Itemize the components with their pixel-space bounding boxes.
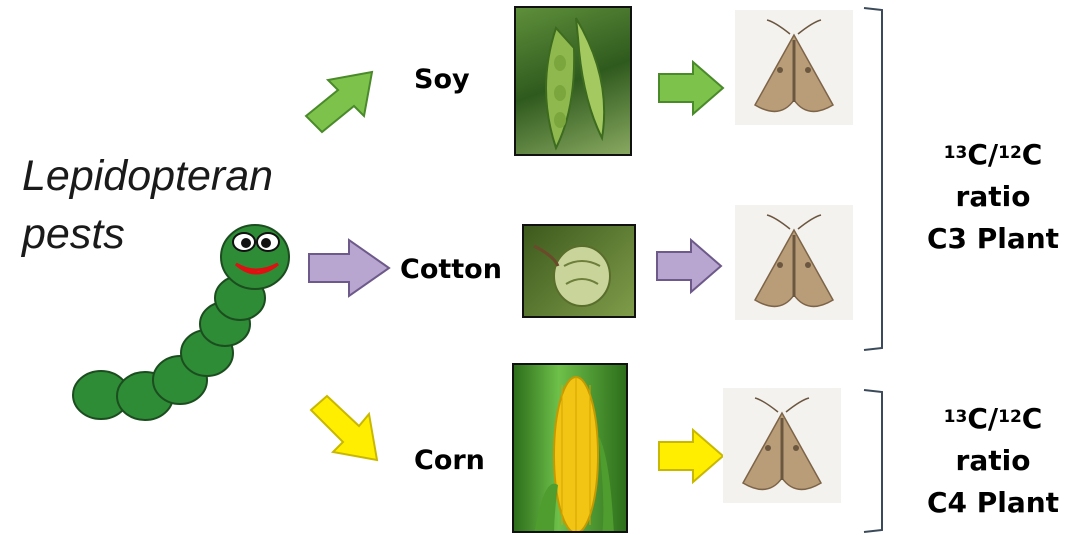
corn-photo bbox=[512, 363, 628, 533]
arrow-to-cotton bbox=[305, 238, 395, 300]
title-line-1: Lepidopteran bbox=[22, 152, 273, 201]
moth-image-3 bbox=[723, 388, 841, 503]
ratio-label-c4: 13C/12C ratio C4 Plant bbox=[920, 398, 1066, 524]
moth-image-1 bbox=[735, 10, 853, 125]
soy-photo bbox=[514, 6, 632, 156]
bracket-c4 bbox=[862, 388, 892, 534]
crop-label-cotton: Cotton bbox=[400, 254, 502, 285]
arrow-to-soy bbox=[300, 60, 390, 140]
arrow-to-corn bbox=[305, 390, 395, 470]
arrow-soy-to-moth bbox=[655, 60, 727, 118]
plant-type: C4 Plant bbox=[920, 482, 1066, 524]
bracket-c3 bbox=[862, 6, 892, 352]
caterpillar-head bbox=[221, 225, 289, 289]
ratio-label-c3: 13C/12C ratio C3 Plant bbox=[920, 134, 1066, 260]
crop-label-corn: Corn bbox=[414, 445, 485, 476]
ratio-word: ratio bbox=[920, 176, 1066, 218]
ratio-word: ratio bbox=[920, 440, 1066, 482]
caterpillar-illustration bbox=[60, 220, 300, 430]
cotton-photo bbox=[522, 224, 636, 318]
arrow-corn-to-moth bbox=[655, 428, 727, 486]
crop-label-soy: Soy bbox=[414, 64, 470, 95]
arrow-cotton-to-moth bbox=[653, 238, 725, 296]
moth-image-2 bbox=[735, 205, 853, 320]
plant-type: C3 Plant bbox=[920, 218, 1066, 260]
ratio-formula: 13C/12C bbox=[920, 134, 1066, 176]
ratio-formula: 13C/12C bbox=[920, 398, 1066, 440]
